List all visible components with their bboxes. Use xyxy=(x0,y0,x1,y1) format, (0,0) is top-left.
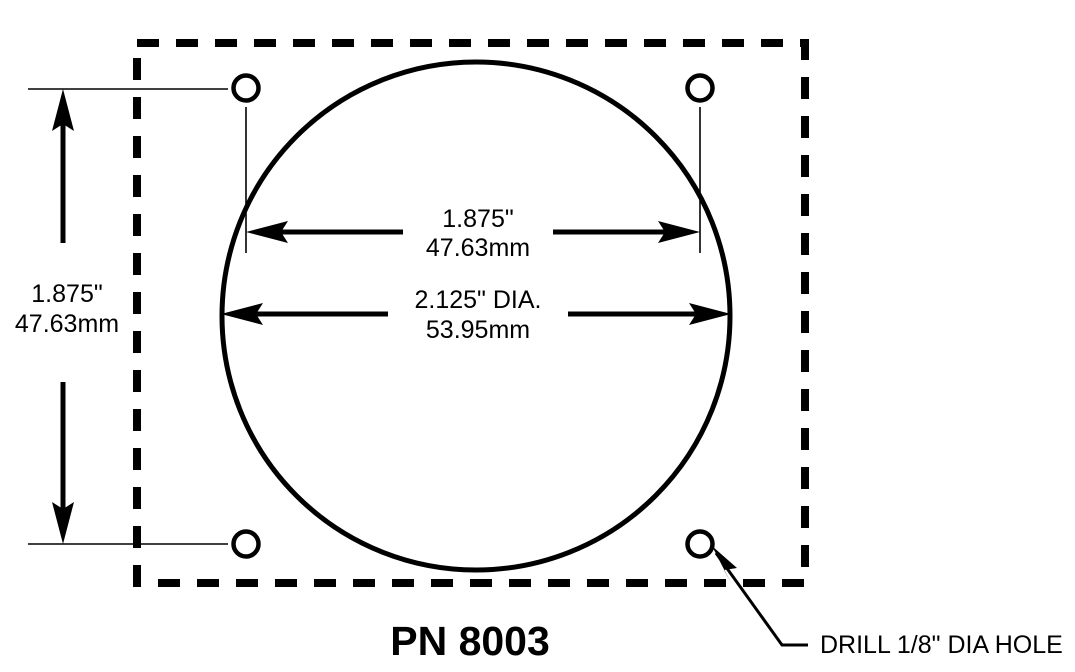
vertical-dim-label-inch: 1.875" xyxy=(31,280,102,308)
hole-bottom-right xyxy=(685,529,715,559)
dia-dim-label-inch: 2.125" DIA. xyxy=(414,286,541,314)
part-number-label: PN 8003 xyxy=(390,618,550,664)
dia-dim-arrow-right-head xyxy=(689,303,731,325)
hole-top-left xyxy=(231,73,261,103)
bolt-dim-arrow-left-head xyxy=(246,221,288,243)
vertical-dim-label-mm: 47.63mm xyxy=(15,310,119,338)
hole-bottom-left xyxy=(231,529,261,559)
dia-dim-label-mm: 53.95mm xyxy=(426,316,530,344)
vertical-dim-arrow-up-head xyxy=(52,89,74,131)
drill-note-leader-line xyxy=(714,552,808,647)
outer-diameter-circle xyxy=(219,59,733,573)
drill-note-label: DRILL 1/8" DIA HOLE xyxy=(820,631,1063,659)
dia-dim-arrow-left-head xyxy=(221,303,263,325)
vertical-dim-arrow-down-head xyxy=(52,502,74,544)
bolt-dim-arrow-right-head xyxy=(658,221,700,243)
hole-top-right xyxy=(685,73,715,103)
bolt-dim-label-inch: 1.875" xyxy=(442,205,513,233)
bolt-dim-label-mm: 47.63mm xyxy=(426,234,530,262)
template-boundary-rect xyxy=(133,39,809,587)
drill-note-leader-arrow-head xyxy=(712,546,737,583)
